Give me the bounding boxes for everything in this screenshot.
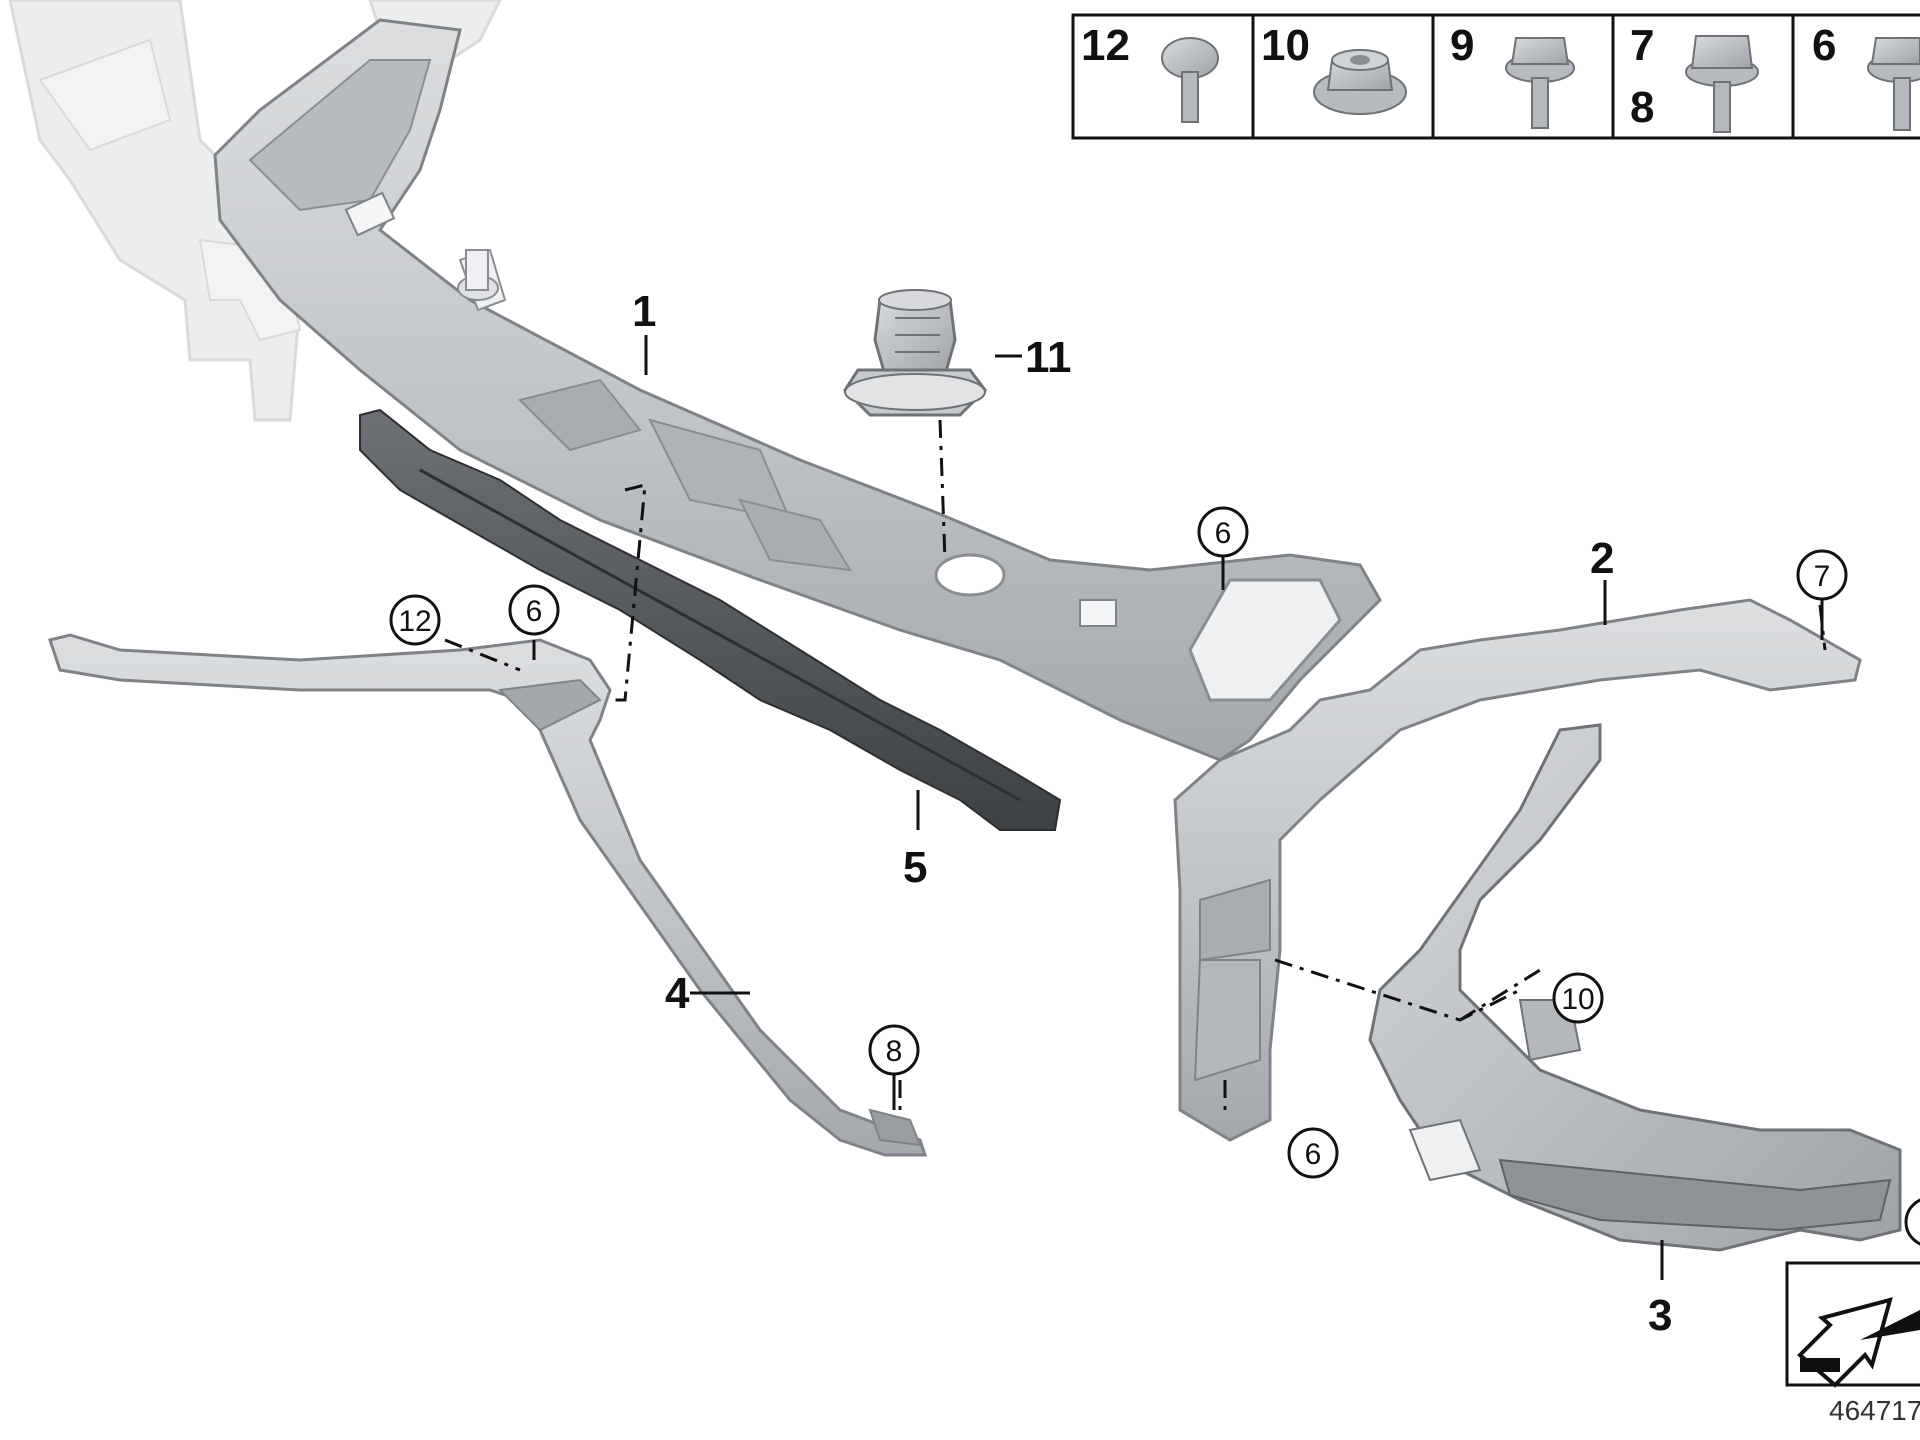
callout-3: 3 <box>1648 1291 1672 1340</box>
circled-callout-8: 8 <box>868 1024 920 1076</box>
part-2-side-bracket <box>1173 598 1862 1142</box>
legend-label-10: 10 <box>1261 21 1310 70</box>
hex-bolt-icon <box>1505 37 1575 129</box>
callout-1: 1 <box>632 287 656 336</box>
legend-label-12: 12 <box>1081 21 1130 70</box>
legend-label-8: 8 <box>1630 83 1654 132</box>
svg-text:10: 10 <box>1561 983 1594 1016</box>
svg-text:12: 12 <box>398 605 431 638</box>
callout-4: 4 <box>665 969 690 1018</box>
circled-callout-6-top: 6 <box>1197 506 1249 558</box>
callout-11: 11 <box>1025 333 1072 382</box>
screw-icon <box>1161 37 1219 123</box>
circled-callout-6-left: 6 <box>508 584 560 636</box>
callout-5: 5 <box>903 843 927 892</box>
part-1-upper-carrier <box>213 18 1382 762</box>
circled-callout-10: 10 <box>1552 972 1604 1024</box>
circled-callout-partial-edge <box>1904 1198 1920 1246</box>
part-5-dark-strip <box>359 408 1062 831</box>
part-3-lower-bracket <box>1368 723 1902 1252</box>
svg-text:6: 6 <box>1305 1138 1322 1171</box>
circled-callout-6-bottom: 6 <box>1287 1127 1339 1179</box>
orientation-symbol <box>1785 1261 1920 1388</box>
legend-label-7: 7 <box>1630 21 1654 70</box>
svg-text:7: 7 <box>1814 560 1831 593</box>
legend-label-9: 9 <box>1450 21 1474 70</box>
svg-text:6: 6 <box>526 595 543 628</box>
circled-callout-7: 7 <box>1796 549 1848 601</box>
callout-2: 2 <box>1590 534 1614 583</box>
circled-callout-12: 12 <box>389 594 441 646</box>
callouts: 1 11 5 4 2 3 <box>632 287 1672 1340</box>
circled-callouts: 6 12 6 8 7 10 6 <box>389 506 1920 1246</box>
nut-icon <box>1313 49 1407 115</box>
part-4-strut <box>48 633 928 1157</box>
leader-lines <box>532 335 1824 1280</box>
document-number: 464717 <box>1829 1395 1920 1426</box>
svg-text:8: 8 <box>886 1035 903 1068</box>
hex-bolt-icon <box>1685 35 1759 133</box>
svg-text:6: 6 <box>1215 517 1232 550</box>
fastener-legend: 12 10 9 7 8 6 <box>1071 13 1920 140</box>
part-11-clip <box>843 289 987 417</box>
legend-label-6: 6 <box>1812 21 1836 70</box>
hex-bolt-icon <box>1867 37 1920 131</box>
